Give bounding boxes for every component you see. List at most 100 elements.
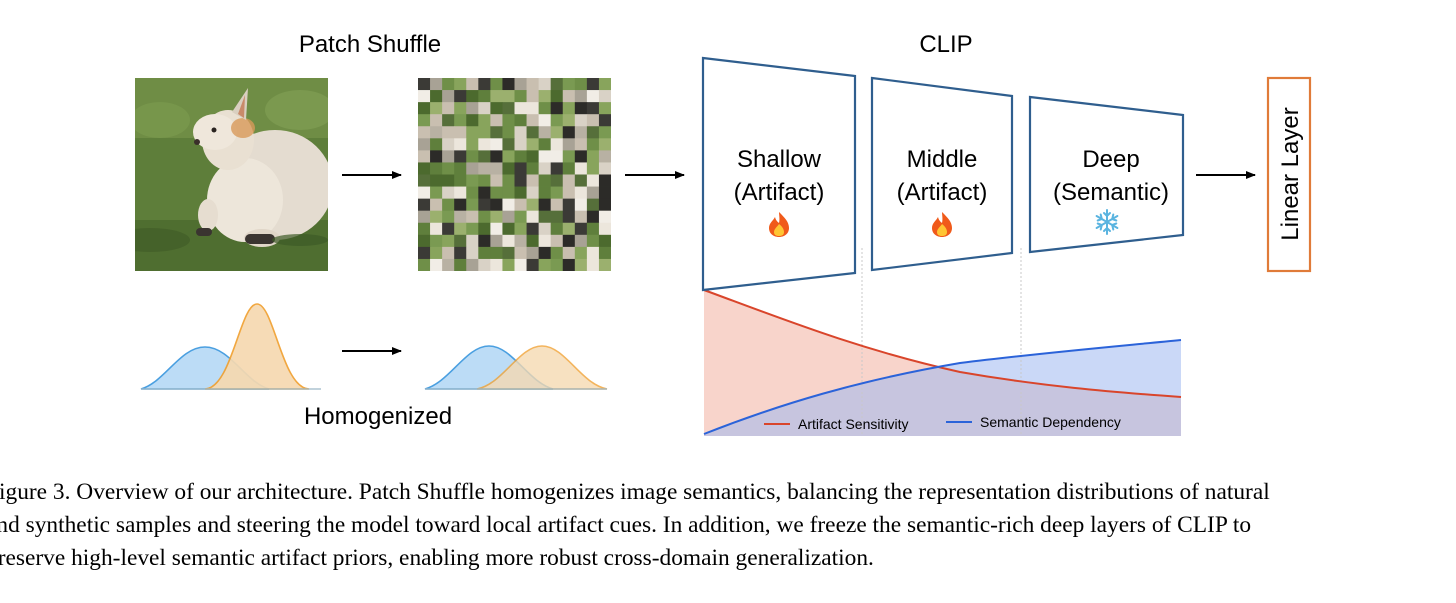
image-patch bbox=[562, 162, 576, 175]
image-patch bbox=[598, 162, 611, 175]
image-patch bbox=[562, 138, 576, 151]
image-patch bbox=[454, 174, 467, 187]
image-patch bbox=[442, 210, 455, 224]
clip-block-middle-name: Middle bbox=[907, 146, 978, 173]
original-image bbox=[135, 78, 328, 271]
image-patch bbox=[598, 138, 611, 151]
image-patch bbox=[538, 186, 552, 200]
image-patch bbox=[466, 246, 479, 260]
image-patch bbox=[490, 138, 503, 151]
image-patch bbox=[502, 150, 515, 163]
image-patch bbox=[418, 234, 431, 248]
image-patch bbox=[514, 126, 527, 139]
image-patch bbox=[466, 258, 479, 271]
image-patch bbox=[586, 78, 600, 91]
image-patch bbox=[598, 222, 611, 236]
image-patch bbox=[538, 138, 552, 151]
image-patch bbox=[490, 162, 503, 175]
image-patch bbox=[550, 174, 564, 187]
image-patch bbox=[586, 102, 600, 115]
image-patch bbox=[442, 246, 455, 260]
image-patch bbox=[538, 90, 552, 103]
image-patch bbox=[550, 78, 564, 91]
image-patch bbox=[478, 174, 491, 187]
image-patch bbox=[526, 186, 540, 200]
image-patch bbox=[550, 102, 564, 115]
image-patch bbox=[490, 234, 503, 248]
clip-title: CLIP bbox=[919, 31, 972, 58]
image-patch bbox=[478, 90, 491, 103]
image-patch bbox=[538, 198, 552, 212]
image-patch bbox=[454, 162, 467, 175]
clip-block-shallow: Shallow (Artifact) bbox=[701, 56, 857, 292]
image-patch bbox=[502, 126, 515, 139]
image-patch bbox=[526, 234, 540, 248]
image-patch bbox=[502, 198, 515, 212]
image-patch bbox=[442, 198, 455, 212]
image-patch bbox=[502, 90, 515, 103]
image-patch bbox=[430, 210, 443, 224]
image-patch bbox=[562, 174, 576, 187]
image-patch bbox=[538, 162, 552, 175]
image-patch bbox=[430, 90, 443, 103]
image-patch bbox=[490, 78, 503, 91]
image-patch bbox=[478, 186, 491, 200]
image-patch bbox=[562, 78, 576, 91]
image-patch bbox=[598, 78, 611, 91]
image-patch bbox=[430, 102, 443, 115]
image-patch bbox=[442, 126, 455, 139]
image-patch bbox=[490, 246, 503, 260]
image-patch bbox=[514, 210, 527, 224]
image-patch bbox=[586, 246, 600, 260]
image-patch bbox=[442, 186, 455, 200]
image-patch bbox=[418, 90, 431, 103]
image-patch bbox=[478, 138, 491, 151]
image-patch bbox=[574, 90, 588, 103]
image-patch bbox=[442, 162, 455, 175]
image-patch bbox=[550, 90, 564, 103]
image-patch bbox=[502, 162, 515, 175]
image-patch bbox=[478, 258, 491, 271]
image-patch bbox=[562, 258, 576, 271]
image-patch bbox=[526, 162, 540, 175]
image-patch bbox=[586, 186, 600, 200]
clip-block-middle: Middle (Artifact) bbox=[870, 76, 1014, 272]
image-patch bbox=[454, 198, 467, 212]
image-patch bbox=[454, 102, 467, 115]
image-patch bbox=[514, 246, 527, 260]
image-patch bbox=[418, 126, 431, 139]
image-patch bbox=[562, 210, 576, 224]
image-patch bbox=[514, 102, 527, 115]
caption-line: preserve high-level semantic artifact pr… bbox=[0, 545, 874, 571]
image-patch bbox=[526, 114, 540, 127]
image-patch bbox=[574, 174, 588, 187]
sensitivity-chart: Artifact Sensitivity Semantic Dependency bbox=[703, 248, 1182, 436]
image-patch bbox=[574, 150, 588, 163]
image-patch bbox=[454, 222, 467, 236]
image-patch bbox=[526, 246, 540, 260]
image-patch bbox=[574, 186, 588, 200]
image-patch bbox=[598, 234, 611, 248]
image-patch bbox=[574, 126, 588, 139]
image-patch bbox=[514, 78, 527, 91]
image-patch bbox=[418, 138, 431, 151]
image-patch bbox=[538, 246, 552, 260]
semantic-dependency-area bbox=[704, 340, 1181, 436]
image-patch bbox=[586, 258, 600, 271]
image-patch bbox=[550, 210, 564, 224]
image-patch bbox=[466, 102, 479, 115]
image-patch bbox=[586, 90, 600, 103]
image-patch bbox=[502, 258, 515, 271]
image-patch bbox=[454, 246, 467, 260]
image-patch bbox=[586, 126, 600, 139]
image-patch bbox=[442, 114, 455, 127]
image-patch bbox=[454, 90, 467, 103]
image-patch bbox=[430, 150, 443, 163]
image-patch bbox=[466, 114, 479, 127]
image-patch bbox=[418, 258, 431, 271]
image-patch bbox=[478, 246, 491, 260]
image-patch bbox=[490, 114, 503, 127]
clip-block-shallow-type: (Artifact) bbox=[734, 179, 825, 206]
image-patch bbox=[598, 150, 611, 163]
